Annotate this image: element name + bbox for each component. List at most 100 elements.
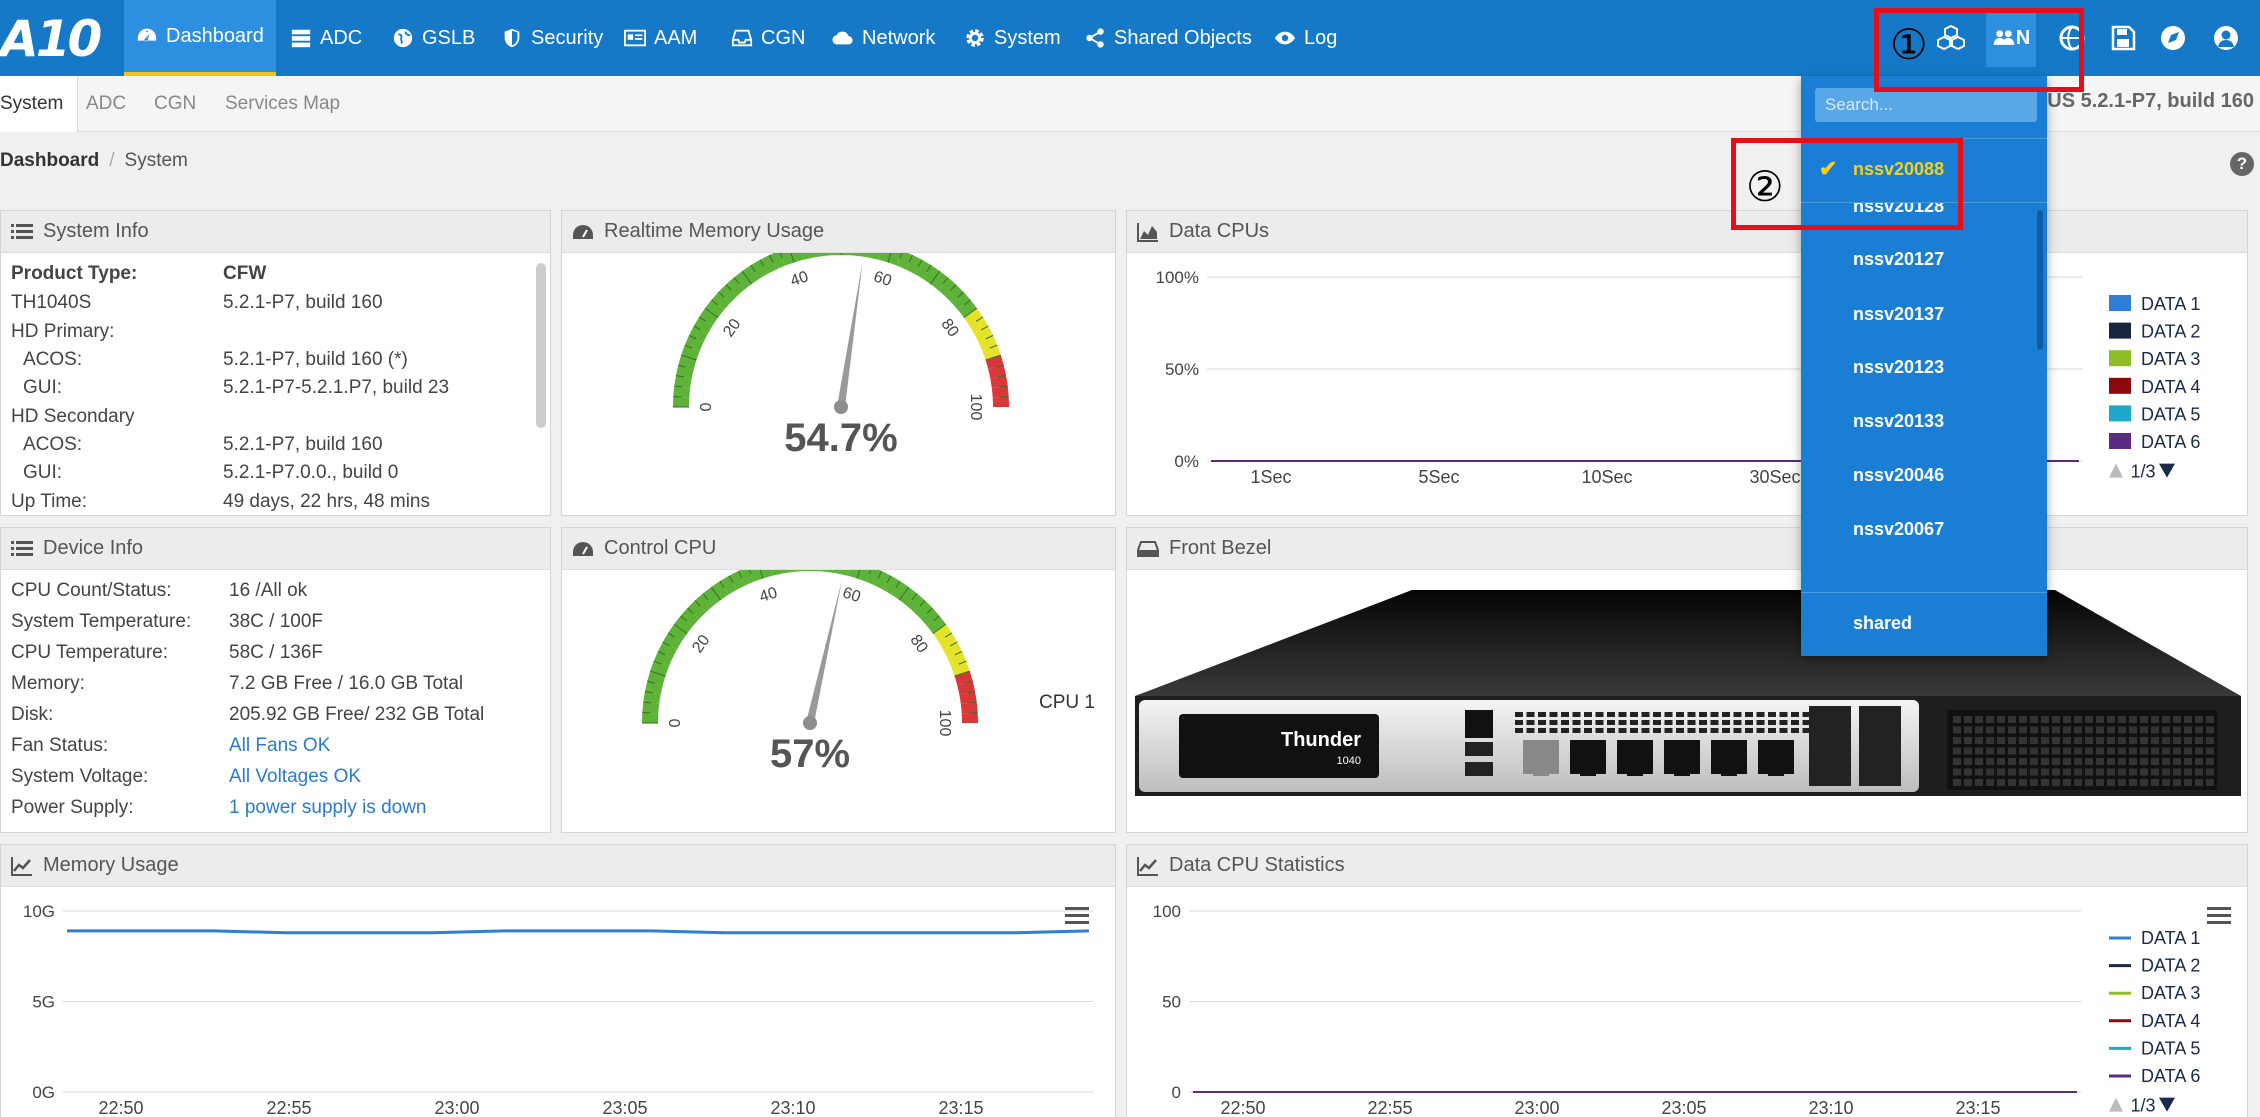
vent-slot [1630,720,1638,725]
partition-search-input[interactable] [1815,88,2037,122]
fan-hole [2129,737,2137,744]
partition-item[interactable]: nssv20133 [1853,410,1945,431]
info-key: TH1040S [11,292,92,313]
vent-slot [1584,712,1592,717]
gauge-band [674,615,693,634]
vent-slot [1779,720,1788,725]
fan-hole [2140,768,2148,776]
panel-header: Data CPUs [1127,211,2247,253]
voltage-link[interactable]: All Voltages OK [229,766,362,787]
vent-slot [1515,720,1523,725]
subtab-system[interactable]: System [0,76,79,132]
user-button[interactable] [2206,18,2246,58]
gauge-band [961,712,978,723]
partition-item[interactable]: nssv20046 [1853,464,1945,485]
gauge-tick-label: 60 [871,268,893,290]
gauge-tick [674,385,683,388]
gauge-tick [647,680,656,684]
partition-item[interactable]: nssv20127 [1853,248,1945,269]
nav-shared-objects[interactable]: Shared Objects [1084,0,1252,76]
line-chart-icon [11,856,32,876]
gauge-tick [917,259,923,268]
scrollbar[interactable] [536,263,546,428]
power-supply-link[interactable]: 1 power supply is down [229,797,427,818]
nav-security[interactable]: Security [501,0,603,76]
legend-next-arrow [2159,463,2175,478]
nav-aam[interactable]: AAM [624,0,697,76]
help-globe-button[interactable] [2153,18,2193,58]
vent-slot [1653,712,1661,717]
gauge-tick [678,364,687,368]
fan-hole [2030,768,2038,776]
sfp-cage [1809,706,1851,786]
gauge-band [675,365,694,379]
gauge-value: 54.7% [784,416,897,460]
x-tick-label: 23:00 [1514,1098,1559,1117]
nav-adc[interactable]: ADC [290,0,362,76]
fan-hole [2085,758,2093,765]
compass-icon [2161,26,2185,50]
vent-slot [1802,728,1811,733]
gauge-band [729,570,746,590]
partition-item[interactable]: nssv20067 [1853,518,1945,539]
help-icon[interactable]: ? [2230,152,2254,176]
ethernet-ports [1523,740,1794,776]
vent-slot [1595,728,1604,733]
gauge-band [914,259,932,279]
breadcrumb-home[interactable]: Dashboard [0,150,100,171]
partition-item-selected[interactable]: ✔ nssv20088 [1801,144,2047,194]
partition-item[interactable]: nssv20128 [1853,203,1945,216]
gauge-tick [868,570,872,575]
gauge-tick [711,299,719,306]
fan-status-link[interactable]: All Fans OK [229,735,331,756]
partition-item[interactable]: nssv20123 [1853,356,1945,377]
partition-item[interactable]: nssv20137 [1853,303,1945,324]
gauge-band [702,587,721,606]
fan-hole [2041,747,2049,755]
subtab-services-map[interactable]: Services Map [225,93,341,114]
menu-icon[interactable] [1065,905,1089,925]
partition-item-shared[interactable]: shared [1853,612,1913,633]
vent-slot [1664,712,1673,717]
dropdown-scrollbar[interactable] [2037,210,2043,350]
nav-gslb[interactable]: GSLB [392,0,475,76]
fan-hole [2118,726,2126,734]
gauge-band [883,575,901,595]
nav-log[interactable]: Log [1274,0,1337,76]
fan-hole [2008,716,2016,723]
fan-hole [1986,768,1994,776]
gauge-tick [856,570,861,579]
fan-holes [1953,716,2214,786]
nav-dashboard[interactable]: Dashboard [124,0,276,76]
fan-hole [1997,758,2005,765]
menu-icon[interactable] [2207,905,2231,925]
x-tick-label: 22:50 [98,1098,143,1117]
vent-slot [1745,728,1753,733]
gauge-tick-label: 20 [720,316,744,340]
panel-header: Data CPU Statistics [1127,845,2247,887]
partition-button[interactable]: N [1986,9,2036,67]
save-button[interactable] [2103,18,2143,58]
ethernet-port [1570,740,1606,774]
gauge-band [718,284,737,303]
a10-logo[interactable]: A10 [0,10,102,68]
gauge-band [719,575,737,595]
panel-header: Device Info [1,528,550,570]
nav-system[interactable]: System [964,0,1061,76]
vent-slot [1791,712,1799,717]
cluster-button[interactable] [1931,18,1971,58]
x-tick-label: 23:00 [434,1098,479,1117]
fan-hole [1986,716,1994,723]
gauge-band [978,335,998,352]
gauge-tick [779,253,783,259]
subtab-cgn[interactable]: CGN [154,93,197,114]
fan-hole [2052,758,2060,765]
nav-cgn[interactable]: CGN [731,0,805,76]
fan-hole [2008,779,2016,786]
nav-network[interactable]: Network [832,0,935,76]
fan-hole [2019,758,2027,765]
info-key: System Temperature: [11,611,192,632]
gauge-tick [702,593,709,601]
subtab-adc[interactable]: ADC [86,93,127,114]
